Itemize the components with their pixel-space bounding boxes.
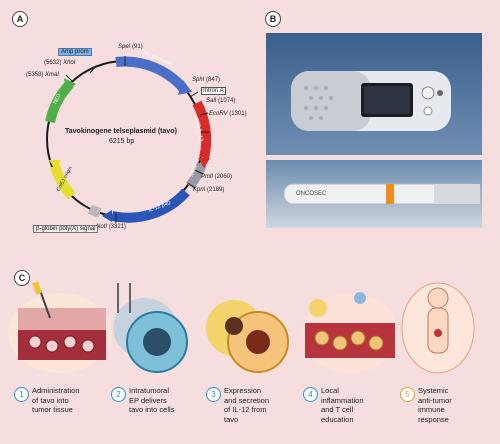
kpni-pos: (2189) bbox=[207, 187, 225, 193]
step-5-text: Systemic anti-tumor immune response bbox=[418, 386, 452, 424]
device-brand: ONCOSEC bbox=[296, 191, 327, 197]
spei-site: SpeI bbox=[118, 44, 131, 50]
step-1-text: Administration of tavo into tumor tissue bbox=[32, 386, 80, 414]
sali-pos: (1074) bbox=[218, 98, 236, 104]
plasmid-map bbox=[45, 56, 212, 223]
sali-site: SalI bbox=[206, 98, 217, 104]
step1-illustration bbox=[8, 281, 112, 373]
step-4-number: 4 bbox=[303, 387, 318, 402]
step5-illustration bbox=[401, 282, 475, 374]
amp-prom-box: Amp prom bbox=[58, 48, 92, 56]
cmv-promoter-segment bbox=[115, 56, 187, 92]
plasmid-name: Tavokinogene telseplasmid (tavo) bbox=[65, 128, 177, 135]
panel-b-label: B bbox=[265, 11, 281, 27]
plasmid-size: 6215 bp bbox=[109, 138, 135, 145]
spei-pos: (91) bbox=[132, 44, 143, 50]
panel-a-label: A bbox=[12, 11, 28, 27]
sphi-pos: (847) bbox=[206, 77, 221, 83]
pmli-site: PmlI bbox=[201, 174, 213, 180]
kpni-site: KpnI bbox=[193, 187, 206, 193]
intron-box: Intron A bbox=[201, 87, 226, 95]
polya-segment bbox=[87, 204, 102, 218]
mechanism-illustrations bbox=[8, 281, 475, 374]
noti-site: NotI bbox=[96, 224, 108, 230]
step-2-text: Intratumoral EP delivers tavo into cells bbox=[129, 386, 175, 414]
step4-illustration bbox=[302, 292, 398, 373]
xmai-pos: (5358) bbox=[26, 72, 44, 78]
noti-pos: (3321) bbox=[108, 224, 127, 230]
step2-illustration bbox=[113, 283, 188, 373]
step-3-text: Expression and secretion of IL-12 from t… bbox=[224, 386, 270, 424]
step-5-number: 5 bbox=[400, 387, 415, 402]
step-3-number: 3 bbox=[206, 387, 221, 402]
device-photo-applicator: ONCOSEC bbox=[266, 160, 482, 228]
p35-segment bbox=[192, 100, 212, 160]
applicator-device bbox=[283, 183, 481, 205]
ecorv-pos: (1301) bbox=[229, 111, 247, 117]
step-2-number: 2 bbox=[111, 387, 126, 402]
step3-illustration bbox=[206, 300, 289, 373]
generator-device bbox=[291, 71, 451, 131]
step-4-text: Local inflammation and T cell education bbox=[321, 386, 364, 424]
device-photo-generator bbox=[266, 33, 482, 155]
step-1-number: 1 bbox=[14, 387, 29, 402]
xhoi-site: XhoI bbox=[63, 60, 76, 66]
panel-c-label: C bbox=[14, 270, 30, 286]
sphi-site: SphI bbox=[192, 77, 205, 83]
p40-segment bbox=[110, 188, 190, 223]
xmai-site: XmaI bbox=[45, 72, 60, 78]
polya-box: β-globin poly(A) signal bbox=[33, 225, 99, 233]
xhoi-pos: (5632) bbox=[44, 60, 62, 66]
pmli-pos: (2060) bbox=[214, 174, 233, 180]
ecorv-site: EcoRV bbox=[209, 111, 228, 117]
